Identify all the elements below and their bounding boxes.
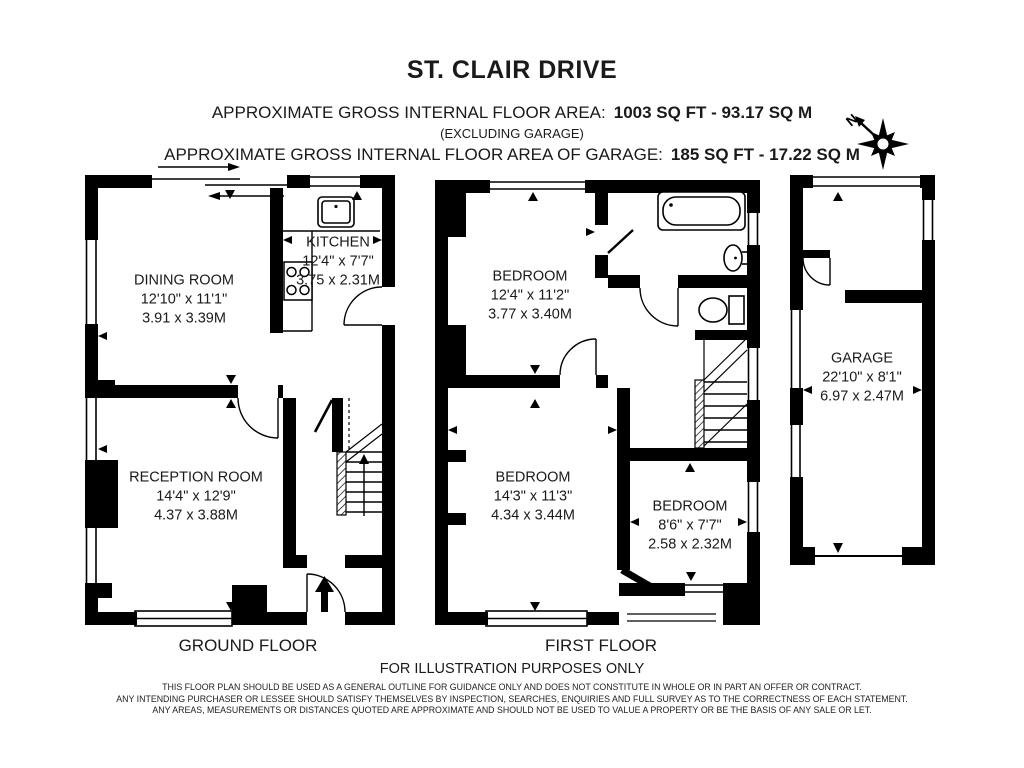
room-dimensions-imperial: 14'3" x 11'3" (493, 488, 573, 505)
staircase-icon (336, 423, 383, 516)
floor-area-line: APPROXIMATE GROSS INTERNAL FLOOR AREA: 10… (0, 103, 1024, 123)
room-name: BEDROOM (652, 498, 728, 515)
illustration-note: FOR ILLUSTRATION PURPOSES ONLY (379, 661, 645, 677)
disclaimer-text: THIS FLOOR PLAN SHOULD BE USED AS A GENE… (0, 682, 1024, 717)
room-dimensions-imperial: 14'4" x 12'9" (156, 488, 236, 505)
basin-icon (723, 244, 747, 272)
room-dimensions-metric: 2.58 x 2.32M (648, 536, 732, 553)
room-dimensions-metric: 4.37 x 3.88M (154, 507, 238, 524)
room-label-bedroom2: BEDROOM 14'3" x 11'3" 4.34 x 3.44M (491, 469, 575, 526)
room-label-bedroom3: BEDROOM 8'6" x 7'7" 2.58 x 2.32M (648, 498, 732, 555)
garage-area-value: 185 SQ FT - 17.22 SQ M (670, 145, 860, 164)
floor-area-value: 1003 SQ FT - 93.17 SQ M (613, 103, 813, 122)
door-arc (559, 338, 597, 376)
window-lines (490, 181, 759, 593)
measurement-arrows (98, 190, 382, 611)
measurement-arrows (448, 192, 747, 611)
bay-window (485, 610, 588, 627)
room-name: DINING ROOM (134, 272, 234, 289)
disclaimer-line: ANY INTENDING PURCHASER OR LESSEE SHOULD… (116, 693, 908, 704)
measurement-arrows (803, 192, 922, 553)
room-name: GARAGE (830, 350, 894, 367)
first-floor-label: FIRST FLOOR (544, 636, 658, 655)
room-dimensions-imperial: 12'10" x 11'1" (140, 291, 228, 308)
garage-plan (790, 175, 935, 565)
garage-area-label: APPROXIMATE GROSS INTERNAL FLOOR AREA OF… (164, 145, 663, 164)
room-label-kitchen: KITCHEN 12'4" x 7'7" 3.75 x 2.31M (296, 234, 380, 291)
compass-rose-icon: N (843, 111, 909, 170)
room-dimensions-metric: 3.75 x 2.31M (296, 272, 380, 289)
room-dimensions-imperial: 22'10" x 8'1" (822, 369, 902, 386)
disclaimer-line: ANY AREAS, MEASUREMENTS OR DISTANCES QUO… (152, 705, 872, 715)
kitchen-sink-icon (317, 196, 355, 228)
page-title: ST. CLAIR DRIVE (406, 56, 618, 84)
door-arc (343, 286, 383, 326)
first-floor-walls (435, 180, 760, 625)
room-name: BEDROOM (495, 469, 571, 486)
disclaimer-line: THIS FLOOR PLAN SHOULD BE USED AS A GENE… (162, 682, 862, 692)
room-name: KITCHEN (306, 234, 370, 251)
door-arcs (237, 286, 383, 613)
sliding-door-arrows (158, 163, 284, 200)
door-arc (639, 287, 679, 327)
floor-area-note: (EXCLUDING GARAGE) (440, 126, 584, 141)
staircase-icon (694, 334, 748, 449)
bathtub-icon (657, 191, 746, 231)
room-dimensions-imperial: 8'6" x 7'7" (658, 517, 722, 534)
room-dimensions-metric: 6.97 x 2.47M (820, 388, 904, 405)
bay-window (134, 610, 233, 627)
window-lines (790, 176, 934, 477)
front-door-arrow-icon (315, 576, 334, 612)
ground-floor-walls (85, 175, 395, 625)
garage-lines (790, 176, 934, 557)
room-name: RECEPTION ROOM (129, 469, 263, 486)
room-label-bedroom1: BEDROOM 12'4" x 11'2" 3.77 x 3.40M (488, 268, 572, 325)
room-label-reception: RECEPTION ROOM 14'4" x 12'9" 4.37 x 3.88… (129, 469, 263, 526)
first-floor-plan (435, 180, 760, 627)
room-label-garage: GARAGE 22'10" x 8'1" 6.97 x 2.47M (820, 350, 904, 407)
first-floor-lines (485, 181, 759, 627)
room-dimensions-imperial: 12'4" x 11'2" (490, 287, 570, 304)
floor-area-label: APPROXIMATE GROSS INTERNAL FLOOR AREA: (211, 103, 606, 122)
door-arcs (559, 229, 679, 593)
toilet-icon (698, 295, 745, 325)
door-arc (237, 397, 279, 439)
door-arc (802, 257, 831, 286)
door-arc (306, 573, 346, 613)
room-dimensions-imperial: 12'4" x 7'7" (302, 253, 374, 270)
room-name: BEDROOM (492, 268, 568, 285)
window-lines (85, 176, 360, 583)
ground-floor-plan (85, 163, 395, 627)
room-label-dining: DINING ROOM 12'10" x 11'1" 3.91 x 3.39M (134, 272, 234, 329)
room-dimensions-metric: 3.77 x 3.40M (488, 306, 572, 323)
ground-floor-label: GROUND FLOOR (178, 636, 318, 655)
room-dimensions-metric: 4.34 x 3.44M (491, 507, 575, 524)
garage-area-line: APPROXIMATE GROSS INTERNAL FLOOR AREA OF… (0, 145, 1024, 165)
room-dimensions-metric: 3.91 x 3.39M (142, 310, 226, 327)
sliding-door (152, 178, 287, 186)
garage-walls (790, 175, 935, 565)
ground-floor-lines (85, 176, 383, 627)
hob-icon (283, 261, 313, 301)
